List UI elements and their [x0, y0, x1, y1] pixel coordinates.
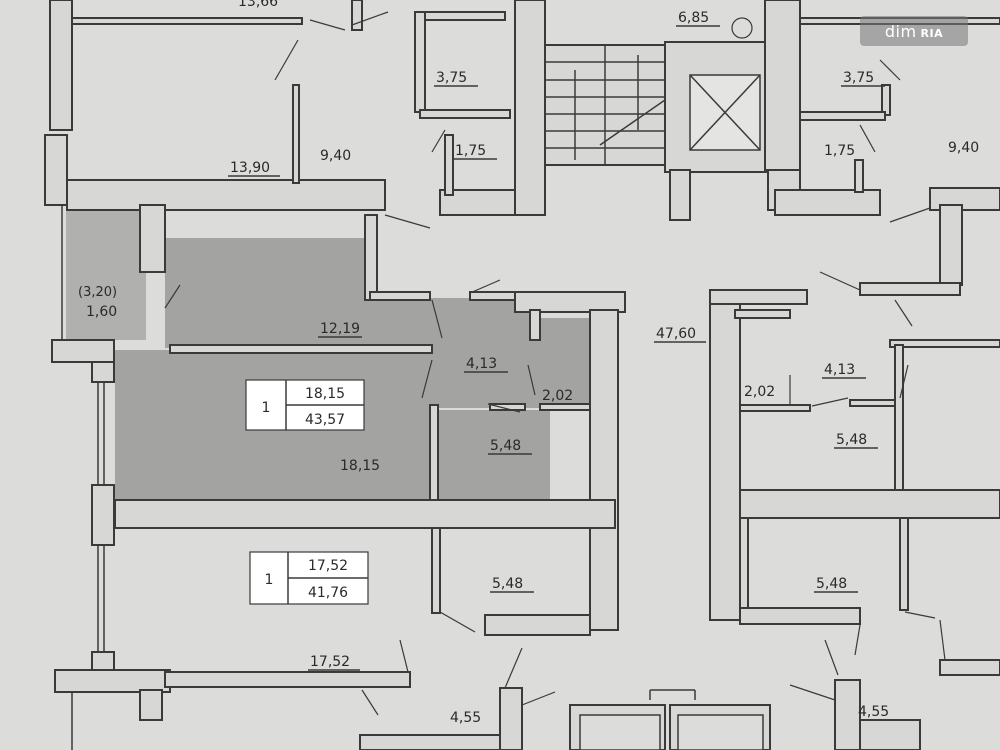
apartment-2-rooms: 1: [265, 572, 274, 588]
room-area-1-75-left: 1,75: [455, 143, 486, 159]
room-area-1-75-right: 1,75: [824, 143, 855, 159]
apartment-1-living-area: 18,15: [305, 386, 345, 402]
stairs: [545, 45, 666, 165]
room-area-13-90: 13,90: [230, 160, 270, 176]
room-area-9-40-left: 9,40: [320, 148, 351, 164]
watermark-suffix: RIA: [920, 26, 944, 40]
doors: [164, 11, 946, 716]
watermark-brand: dim: [884, 21, 917, 41]
apartment-2-living-area: 17,52: [308, 558, 348, 574]
room-area-17-52: 17,52: [310, 654, 350, 670]
room-area-3-20: (3,20): [78, 285, 117, 300]
walls: [44, 0, 1000, 750]
room-area-5-48-b: 5,48: [492, 576, 523, 592]
room-area-5-48-a: 5,48: [490, 438, 521, 454]
apartment-1-rooms: 1: [262, 400, 271, 416]
apartment-1-total-area: 43,57: [305, 412, 345, 428]
dimria-watermark: dim RIA: [860, 16, 968, 46]
room-area-4-13-left: 4,13: [466, 356, 497, 372]
room-area-4-13-right: 4,13: [824, 362, 855, 378]
room-area-2-02-left: 2,02: [542, 388, 573, 404]
apartment-box-2: 1 17,52 41,76: [249, 551, 369, 605]
apartment-2-total-area: 41,76: [308, 585, 348, 601]
room-area-5-48-right-bottom: 5,48: [816, 576, 847, 592]
room-area-3-75-right: 3,75: [843, 70, 874, 86]
room-area-12-19: 12,19: [320, 321, 360, 337]
room-area-1-60: 1,60: [86, 304, 117, 320]
room-area-4-55-right: 4,55: [858, 704, 889, 720]
room-area-top-partial: 13,66: [238, 0, 278, 10]
room-area-9-40-right: 9,40: [948, 140, 979, 156]
corridor-area-47-60: 47,60: [656, 326, 696, 342]
room-labels: 13,66 13,90 9,40 3,75 1,75 6,85 3,75 1,7…: [78, 0, 979, 726]
label-underlines: [228, 25, 885, 671]
room-area-3-75-left: 3,75: [436, 70, 467, 86]
room-area-18-15: 18,15: [340, 458, 380, 474]
room-area-5-48-right-top: 5,48: [836, 432, 867, 448]
apartment-box-1: 1 18,15 43,57: [245, 379, 365, 431]
room-area-4-55-left: 4,55: [450, 710, 481, 726]
room-area-2-02-right: 2,02: [744, 384, 775, 400]
room-area-6-85: 6,85: [678, 10, 709, 26]
